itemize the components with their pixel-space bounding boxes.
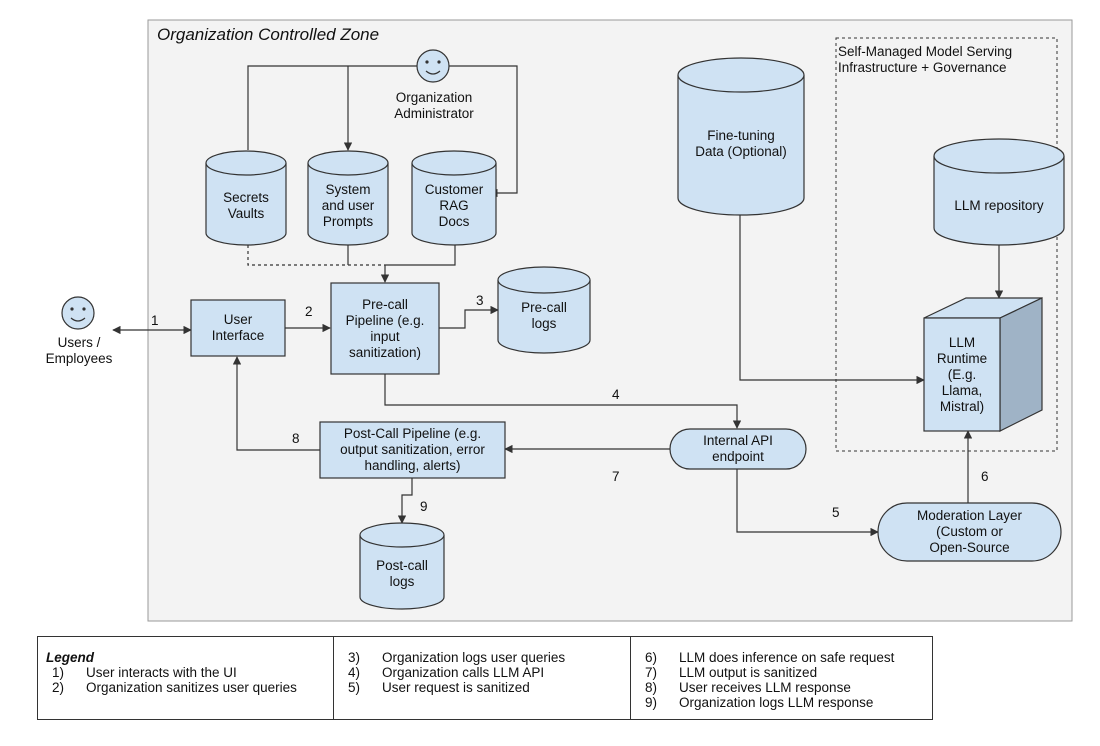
- postcall-pipeline-label: Post-Call Pipeline (e.g. output sanitiza…: [340, 426, 485, 473]
- flow-9-arrow: [397, 478, 413, 524]
- moderation-layer-box: [877, 502, 1062, 562]
- finetune-to-runtime-arrow: [739, 215, 925, 385]
- rag-docs-label: Customer RAG Docs: [424, 182, 484, 229]
- step-number: 2: [305, 304, 313, 319]
- rag-to-precall-line: [385, 245, 456, 266]
- precall-pipeline-label: Pre-call Pipeline (e.g. input sanitizati…: [345, 296, 425, 360]
- legend-box: Legend 1)User interacts with the UI 2)Or…: [37, 636, 933, 720]
- admin-to-stores-line: [247, 65, 417, 150]
- finetune-data-cylinder: [677, 57, 805, 216]
- step-number: 9: [420, 499, 428, 514]
- prompts-label: System and user Prompts: [321, 182, 375, 229]
- flow-8-arrow: [232, 356, 320, 451]
- legend-item: 2)Organization sanitizes user queries: [52, 680, 297, 695]
- prompts-cylinder: [307, 150, 389, 246]
- legend-item: 8)User receives LLM response: [645, 680, 851, 695]
- self-managed-infra-box: [835, 37, 1058, 452]
- secrets-to-precall-dashed: [247, 245, 385, 266]
- legend-title: Legend: [46, 650, 95, 665]
- llm-repository-label: LLM repository: [954, 198, 1044, 213]
- secrets-vaults-cylinder: [205, 150, 287, 246]
- users-smiley-icon: [61, 296, 95, 330]
- legend-item: 1)User interacts with the UI: [52, 665, 237, 680]
- legend-item: 3)Organization logs user queries: [348, 650, 566, 665]
- admin-label: Organization Administrator: [394, 90, 474, 121]
- admin-smiley-icon: [416, 49, 450, 83]
- finetune-data-label: Fine-tuning Data (Optional): [695, 128, 787, 159]
- step-number: 1: [151, 313, 159, 328]
- self-managed-infra-title: Self-Managed Model Serving Infrastructur…: [838, 44, 1013, 75]
- admin-to-rag-arrow: [448, 65, 518, 198]
- step-number: 3: [476, 293, 484, 308]
- postcall-logs-cylinder: [359, 522, 445, 610]
- api-endpoint-box: [669, 428, 807, 470]
- step-number: 4: [612, 387, 620, 402]
- legend-item: 7)LLM output is sanitized: [645, 665, 818, 680]
- users-label: Users / Employees: [45, 335, 113, 366]
- flow-4-arrow: [384, 374, 742, 429]
- precall-logs-label: Pre-call logs: [521, 300, 567, 331]
- secrets-vaults-label: Secrets Vaults: [223, 190, 269, 221]
- step-number: 5: [832, 505, 840, 520]
- legend-item: 6)LLM does inference on safe request: [645, 650, 895, 665]
- postcall-logs-label: Post-call logs: [376, 558, 428, 589]
- precall-logs-cylinder: [497, 266, 591, 354]
- user-interface-label: User Interface: [211, 312, 265, 343]
- precall-pipeline-box: [330, 282, 440, 375]
- legend-item: 9)Organization logs LLM response: [645, 695, 874, 710]
- flow-3-arrow: [439, 305, 499, 329]
- step-number: 8: [292, 431, 300, 446]
- step-number: 7: [612, 469, 620, 484]
- legend-column: 3)Organization logs user queries 4)Organ…: [334, 637, 631, 719]
- step-number: 6: [981, 469, 989, 484]
- api-endpoint-label: Internal API endpoint: [703, 433, 773, 464]
- llm-repository-cylinder: [933, 138, 1065, 246]
- moderation-layer-label: Moderation Layer (Custom or Open-Source: [916, 508, 1023, 555]
- legend-item: 4)Organization calls LLM API: [348, 665, 545, 680]
- llm-runtime-label: LLM Runtime (E.g. Llama, Mistral): [936, 334, 988, 414]
- flow-5-arrow: [736, 469, 879, 537]
- rag-docs-cylinder: [411, 150, 497, 246]
- postcall-pipeline-box: [319, 421, 506, 479]
- legend-column: 6)LLM does inference on safe request 7)L…: [631, 637, 932, 719]
- llm-runtime-cube: [923, 297, 1043, 432]
- legend-column: Legend 1)User interacts with the UI 2)Or…: [38, 637, 334, 719]
- zone-title: Organization Controlled Zone: [157, 25, 380, 44]
- user-interface-box: [190, 299, 286, 357]
- legend-item: 5)User request is sanitized: [348, 680, 530, 695]
